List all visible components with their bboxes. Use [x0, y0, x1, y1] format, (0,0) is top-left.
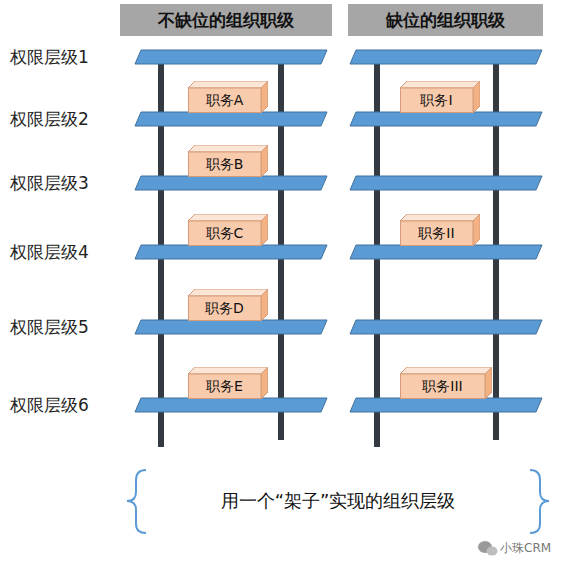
position-box: 职务D: [188, 289, 268, 321]
level-label: 权限层级5: [10, 316, 89, 339]
level-label: 权限层级3: [10, 172, 89, 195]
node-text: 职务II: [418, 225, 454, 243]
shelf-board: [350, 320, 542, 334]
brace: [127, 470, 549, 533]
shelf-board: [350, 176, 542, 190]
shelf-board: [135, 398, 327, 412]
box-top-face: [400, 367, 492, 374]
box-side-face: [473, 214, 480, 246]
box-side-face: [261, 81, 268, 113]
shelf-board: [135, 176, 327, 190]
box-top-face: [188, 367, 268, 374]
box-side-face: [261, 289, 268, 321]
position-box: 职务III: [400, 367, 492, 399]
box-top-face: [188, 214, 268, 221]
level-label: 权限层级2: [10, 108, 89, 131]
shelf-board: [135, 245, 327, 259]
shelf-boards: [135, 50, 542, 412]
column-header: 缺位的组织职级: [348, 4, 543, 36]
box-side-face: [261, 145, 268, 177]
watermark: 小珠CRM: [500, 540, 551, 557]
node-text: 职务I: [420, 92, 452, 110]
box-front-face: [189, 296, 262, 321]
position-box: 职务I: [400, 81, 480, 113]
box-front-face: [401, 374, 486, 399]
column-header: 不缺位的组织职级: [120, 4, 332, 36]
box-front-face: [189, 221, 262, 246]
position-box: 职务E: [188, 367, 268, 399]
box-side-face: [485, 367, 492, 399]
position-box: 职务A: [188, 81, 268, 113]
node-text: 缺位的组织职级: [386, 9, 505, 32]
box-side-face: [261, 367, 268, 399]
node-text: 职务D: [205, 300, 244, 318]
box-top-face: [188, 81, 268, 88]
position-box: 职务B: [188, 145, 268, 177]
node-text: 职务III: [422, 378, 462, 396]
node-text: 职务B: [206, 156, 244, 174]
box-front-face: [401, 221, 474, 246]
box-front-face: [401, 88, 474, 113]
shelf-board: [350, 245, 542, 259]
level-label: 权限层级4: [10, 241, 89, 264]
shelf-board: [135, 320, 327, 334]
box-front-face: [189, 88, 262, 113]
shelf-board: [350, 112, 542, 126]
position-box: 职务C: [188, 214, 268, 246]
box-top-face: [188, 289, 268, 296]
level-label: 权限层级1: [10, 46, 89, 69]
node-text: 职务C: [206, 225, 244, 243]
box-top-face: [188, 145, 268, 152]
shelf-board: [350, 398, 542, 412]
level-label: 权限层级6: [10, 394, 89, 417]
box-front-face: [189, 152, 262, 177]
caption: 用一个“架子”实现的组织层级: [148, 489, 528, 513]
box-top-face: [400, 214, 480, 221]
shelf-board: [135, 112, 327, 126]
box-top-face: [400, 81, 480, 88]
shelf-board: [350, 50, 542, 64]
position-box: 职务II: [400, 214, 480, 246]
box-side-face: [473, 81, 480, 113]
box-side-face: [261, 214, 268, 246]
box-front-face: [189, 374, 262, 399]
node-text: 职务A: [206, 92, 244, 110]
watermark-icon: [478, 541, 498, 556]
shelf-board: [135, 50, 327, 64]
node-text: 职务E: [206, 378, 243, 396]
node-text: 不缺位的组织职级: [158, 9, 294, 32]
